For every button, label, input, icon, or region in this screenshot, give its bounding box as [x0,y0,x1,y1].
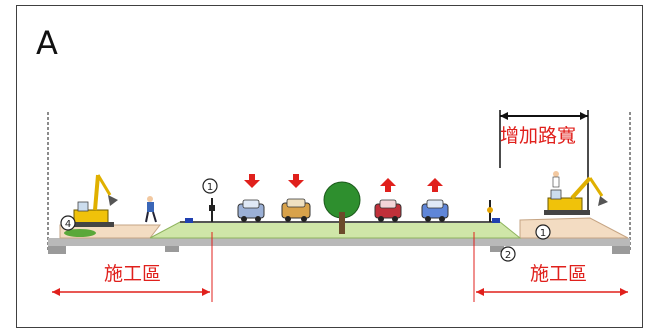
marker-1-left: 1 [203,179,217,193]
svg-text:4: 4 [65,219,71,230]
ground-base [48,238,630,254]
road-embankment [150,222,520,238]
arrow-up-icon [380,178,396,192]
work-zone-left-label: 施工區 [104,263,161,285]
car-blue-icon [422,200,448,222]
car-red-icon [375,200,401,222]
marker-4-left: 4 [61,216,75,230]
arrow-up-icon [427,178,443,192]
svg-text:2: 2 [505,250,511,261]
car-icon [238,200,264,222]
road-widening-label: 增加路寬 [500,125,576,147]
excavator-right-icon [544,171,608,215]
svg-text:1: 1 [207,182,213,193]
work-zone-right-label: 施工區 [530,263,587,285]
arrow-down-icon [244,174,260,188]
traffic-cone-right-icon [492,218,500,223]
arrow-down-icon [288,174,304,188]
signal-post-left-icon [209,198,215,222]
excavator-left-icon [70,175,118,227]
worker-left-icon [146,196,156,222]
svg-text:1: 1 [540,228,546,239]
traffic-cone-left-icon [185,218,193,223]
marker-2-right: 2 [501,247,515,261]
truck-icon [282,199,310,222]
marker-1-right: 1 [536,225,550,239]
